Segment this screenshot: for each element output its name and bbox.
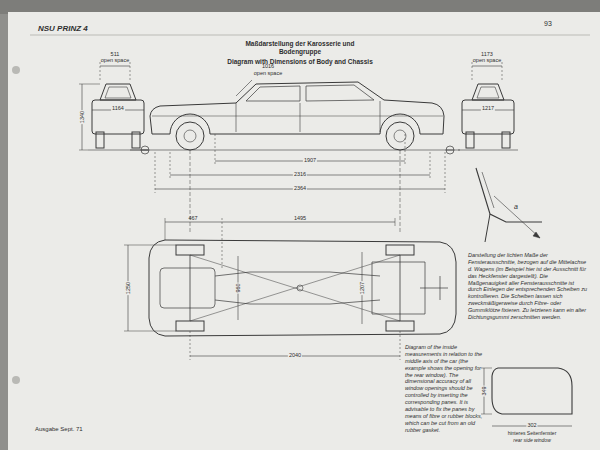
dimension-label-box: 960 (235, 282, 242, 293)
title-english-box: Diagram with Dimensions of Body and Chas… (225, 58, 375, 66)
caption-text-box: rear side window (513, 437, 551, 443)
dimension-label-box: 1495 (294, 215, 306, 222)
dimension-label-box: 349 (481, 385, 488, 396)
dimension-label: 1250 (125, 281, 132, 295)
dimension-label: 467 (188, 215, 197, 222)
dimension-label: 349 (481, 385, 488, 396)
dimension-label-box: 1207 (359, 281, 366, 295)
page-number-box: 93 (544, 20, 552, 29)
dimension-note: open space (473, 57, 501, 64)
header-text: NSU PRINZ 4 (38, 24, 88, 34)
dimension-label-box: 1016 (262, 63, 274, 70)
dimension-label-box: 1340 (79, 110, 86, 124)
dimension-label: 2316 (293, 171, 307, 178)
title-english: Diagram with Dimensions of Body and Chas… (225, 58, 375, 66)
dimension-label: 1173 (481, 51, 493, 58)
dimension-label: 960 (235, 282, 242, 293)
dimension-note-box: open space (254, 70, 282, 77)
dimension-note: open space (101, 57, 129, 64)
note-text: Diagram of the inside measurements in re… (405, 344, 485, 433)
dimension-label: 1340 (79, 110, 86, 124)
dimension-label: 1495 (294, 215, 306, 222)
dimension-label-box: 1217 (481, 105, 495, 112)
dimension-note-box: open space (101, 57, 129, 64)
note-text: Darstellung der lichten Maße der Fenster… (468, 252, 588, 321)
dimension-note-box: open space (473, 57, 501, 64)
title-box: Maßdarstellung der Karosserie und Bodeng… (225, 40, 375, 56)
dimension-label-box: 1907 (303, 157, 317, 164)
dimension-label: 1207 (359, 281, 366, 295)
dimension-label: 2364 (293, 185, 307, 192)
edition-note: Ausgabe Sept. 71 (35, 426, 83, 434)
dimension-label-box: 2364 (293, 185, 307, 192)
dimension-label: 511 (111, 51, 120, 58)
caption-text: rear side window (513, 437, 551, 443)
header-text-box: NSU PRINZ 4 (38, 24, 88, 34)
dimension-label: 1016 (262, 63, 274, 70)
dimension-label-box: 1173 (481, 51, 493, 58)
dimension-letter: a (514, 203, 518, 212)
dimension-label: 1217 (481, 105, 495, 112)
caption-text-box: hinteres Seitenfenster (508, 430, 557, 436)
dimension-label-box: 1250 (125, 281, 132, 295)
dimension-label-box: 2316 (293, 171, 307, 178)
dimension-label: 1907 (303, 157, 317, 164)
dimension-label: 302 (526, 422, 537, 429)
dimension-label-box: 2040 (288, 352, 302, 359)
page-number: 93 (544, 20, 552, 29)
caption-text: hinteres Seitenfenster (508, 430, 557, 436)
dimension-label-box: 1164 (111, 105, 125, 112)
note-text-box: Darstellung der lichten Maße der Fenster… (468, 252, 588, 321)
dimension-letter-box: a (514, 203, 518, 212)
dimension-note: open space (254, 70, 282, 77)
dimension-label-box: 511 (111, 51, 120, 58)
dimension-label: 1164 (111, 105, 125, 112)
edition-note-box: Ausgabe Sept. 71 (35, 426, 83, 434)
dimension-label: 2040 (288, 352, 302, 359)
dimension-label-box: 467 (188, 215, 197, 222)
note-text-box: Diagram of the inside measurements in re… (405, 344, 485, 433)
dimension-label-box: 302 (526, 422, 537, 429)
title: Maßdarstellung der Karosserie und Bodeng… (225, 40, 375, 56)
